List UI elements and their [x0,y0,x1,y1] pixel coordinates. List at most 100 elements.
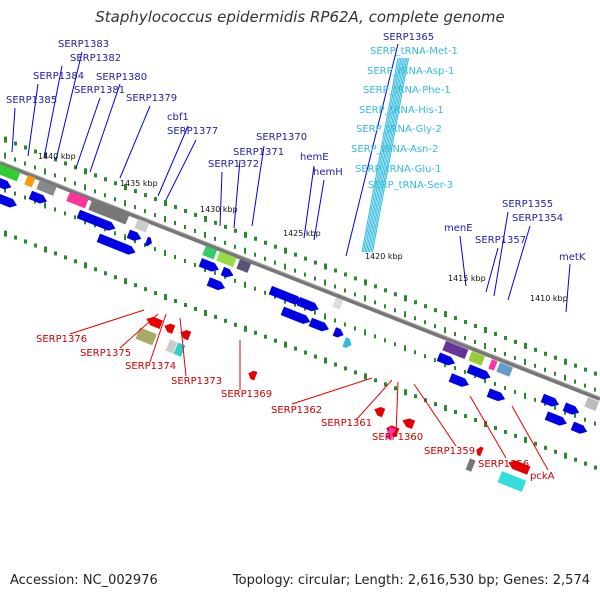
forward-gene [126,229,142,241]
tick-mark [144,193,147,198]
gene-label[interactable]: SERP1374 [125,361,176,372]
leader-line [313,179,325,241]
leader-line [119,313,159,349]
trna-label[interactable]: SERP_tRNA-Met-1 [370,46,458,57]
tick-mark [244,247,246,254]
tick-mark [74,165,77,170]
gene-label[interactable]: SERP1380 [96,72,147,83]
trna-label[interactable]: SERP_tRNA-His-1 [359,105,444,116]
tick-mark [134,239,136,244]
forward-gene [570,421,588,434]
trna-label[interactable]: SERP_tRNA-Glu-1 [355,164,441,175]
tick-mark [324,279,326,286]
gene-label[interactable]: SERP1377 [167,126,218,137]
gene-label[interactable]: SERP1372 [208,159,259,170]
tick-mark [234,322,237,327]
tick-mark [164,200,167,207]
forward-gene [436,352,456,366]
tick-mark [224,224,227,229]
gene-label[interactable]: SERP1383 [58,39,109,50]
gene-label[interactable]: SERP1384 [33,71,84,82]
gene-label[interactable]: SERP1359 [424,446,475,457]
feature-bar [202,245,218,260]
leader-line [179,317,187,377]
trna-label[interactable]: SERP_tRNA-Asp-1 [367,66,454,77]
tick-mark [74,181,76,186]
tick-mark [174,205,177,210]
accession-text: Accession: NC_002976 [10,573,158,588]
feature-bar [497,471,527,492]
tick-mark [494,331,497,336]
tick-mark [384,338,386,343]
gene-label[interactable]: SERP1360 [372,432,423,443]
tick-mark [4,152,6,159]
trna-label[interactable]: SERP_tRNA-Phe-1 [363,85,451,96]
gene-label[interactable]: SERP1369 [221,389,272,400]
tick-mark [324,357,327,364]
gene-label[interactable]: cbf1 [167,112,189,123]
feature-bar [36,179,57,196]
trna-label[interactable]: SERP_tRNA-Ser-3 [368,180,453,191]
gene-label[interactable]: SERP1355 [502,199,553,210]
tick-mark [344,272,347,277]
leader-line [345,43,399,257]
leader-line [69,309,145,335]
tick-mark [444,405,447,412]
trna-label[interactable]: SERP_tRNA-Gly-2 [356,124,442,135]
tick-mark [464,320,467,325]
tick-mark [354,292,356,297]
tick-mark [214,236,216,241]
tick-mark [124,200,126,207]
tick-mark [574,363,577,368]
forward-gene [448,373,469,387]
tick-mark [404,311,406,318]
tick-mark [374,300,376,305]
forward-gene [308,317,329,332]
tick-mark [334,362,337,367]
tick-mark [454,410,457,415]
feature-bar [488,359,498,371]
reverse-gene [248,370,258,381]
gene-label[interactable]: SERP1370 [256,132,307,143]
tick-mark [84,168,87,175]
gene-label[interactable]: pckA [530,471,555,482]
trna-label[interactable]: SERP_tRNA-Asn-2 [351,144,438,155]
gene-label[interactable]: SERP1381 [74,85,125,96]
gene-label[interactable]: SERP1382 [70,53,121,64]
gene-label[interactable]: SERP1375 [80,348,131,359]
tick-mark [184,302,187,307]
gene-label[interactable]: SERP1379 [126,93,177,104]
gene-label[interactable]: hemE [300,152,329,163]
tick-mark [254,286,256,291]
gene-label[interactable]: SERP1376 [36,334,87,345]
forward-gene [570,421,588,434]
gene-label[interactable]: SERP1365 [383,32,434,43]
tick-mark [184,258,186,263]
feature-bar [468,351,486,366]
gene-label[interactable]: SERP1362 [271,405,322,416]
tick-mark [274,244,277,249]
gene-label[interactable]: hemH [313,167,343,178]
gene-label[interactable]: SERP1354 [512,213,563,224]
tick-mark [14,191,16,196]
tick-mark [384,382,387,387]
gene-label[interactable]: SERP1361 [321,418,372,429]
tick-mark [494,381,496,386]
gene-label[interactable]: SERP1356 [478,459,529,470]
leader-line [219,171,223,227]
tick-mark [114,197,116,202]
gene-label[interactable]: SERP1373 [171,376,222,387]
forward-gene [220,266,234,278]
tick-mark [94,267,97,272]
tick-mark [74,259,77,264]
gene-label[interactable]: SERP1357 [475,235,526,246]
tick-mark [294,268,296,273]
gene-label[interactable]: metK [559,252,586,263]
gene-label[interactable]: SERP1385 [6,95,57,106]
gene-label[interactable]: SERP1371 [233,147,284,158]
leader-line [413,383,457,447]
gene-label[interactable]: menE [444,223,473,234]
tick-mark [234,278,236,283]
tick-mark [34,243,37,248]
